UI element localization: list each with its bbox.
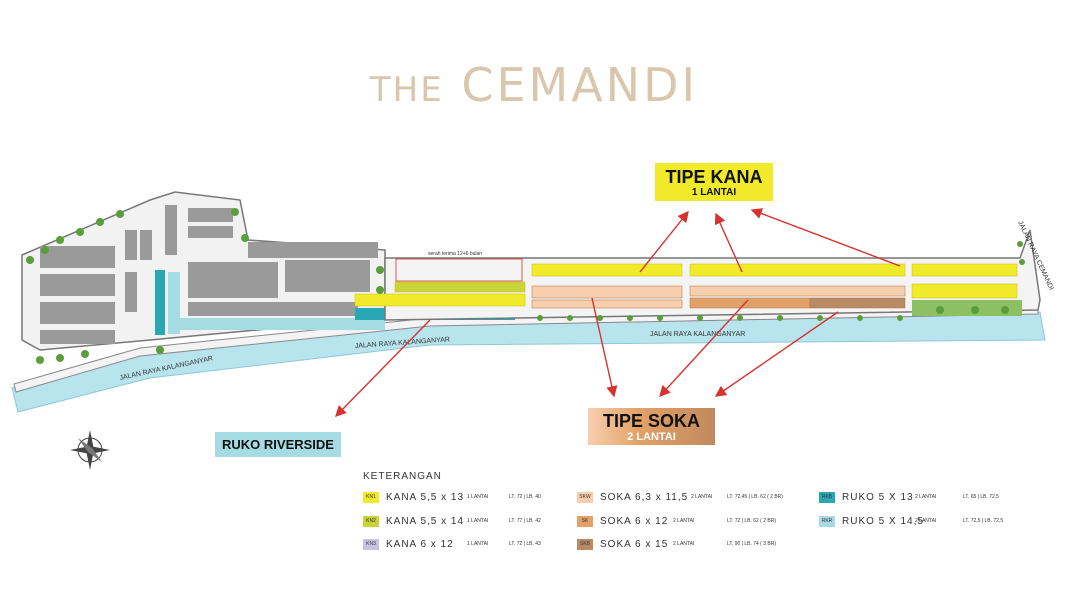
legend-spec: LT. 72 | LB. 43 bbox=[509, 541, 541, 547]
legend-floors: 1 LANTAI bbox=[467, 541, 489, 547]
site-title-main: CEMANDI bbox=[461, 58, 699, 112]
callout-ruko-riverside: RUKO RIVERSIDE bbox=[215, 432, 341, 457]
legend-item: KN2 KANA 5,5 x 14 1 LANTAI LT. 77 | LB. … bbox=[363, 514, 541, 528]
legend-name: SOKA 6,3 x 11,5 bbox=[600, 491, 689, 503]
legend-name: KANA 5,5 x 13 bbox=[386, 491, 465, 503]
grey-blocks-left bbox=[40, 205, 378, 344]
site-title: THE CEMANDI bbox=[0, 58, 1068, 112]
legend-name: RUKO 5 X 13 bbox=[842, 491, 914, 503]
legend-swatch: SK bbox=[577, 515, 593, 527]
legend-item: KN3 KANA 6 x 12 1 LANTAI LT. 72 | LB. 43 bbox=[363, 537, 541, 551]
legend-swatch: SKW bbox=[577, 491, 593, 503]
legend-floors: 2 LANTAI bbox=[915, 494, 937, 500]
legend-floors: 1 LANTAI bbox=[467, 518, 489, 524]
handover-note-box bbox=[395, 258, 523, 282]
handover-note: serah terima 12+6 bulan bbox=[428, 251, 482, 257]
soka-blocks bbox=[531, 285, 906, 309]
legend-name: SOKA 6 x 15 bbox=[600, 538, 669, 550]
legend-swatch: RKB bbox=[819, 491, 835, 503]
callout-tipe-kana: TIPE KANA 1 LANTAI bbox=[655, 163, 773, 201]
legend-spec: LT. 72 | LB. 62 ( 2 BR) bbox=[727, 518, 777, 524]
legend-spec: LT. 72,45 | LB. 62 ( 2 BR) bbox=[727, 494, 783, 500]
legend-swatch: KN2 bbox=[363, 515, 379, 527]
legend-swatch: KN1 bbox=[363, 491, 379, 503]
callout-tipe-soka-title: TIPE SOKA bbox=[602, 411, 700, 431]
site-title-prefix: THE bbox=[369, 70, 444, 110]
legend-name: SOKA 6 x 12 bbox=[600, 515, 669, 527]
legend-swatch: RKR bbox=[819, 515, 835, 527]
legend-spec: LT. 65 | LB. 72,5 bbox=[963, 494, 999, 500]
legend-spec: LT. 90 | LB. 74 ( 3 BR) bbox=[727, 541, 777, 547]
legend-item: SKW SOKA 6,3 x 11,5 2 LANTAI LT. 72,45 |… bbox=[577, 490, 783, 504]
road-label-right: JALAN RAYA KALANGANYAR bbox=[650, 331, 745, 338]
compass-icon bbox=[70, 430, 110, 470]
legend-item: SKB SOKA 6 x 15 2 LANTAI LT. 90 | LB. 74… bbox=[577, 537, 776, 551]
legend-item: SK SOKA 6 x 12 2 LANTAI LT. 72 | LB. 62 … bbox=[577, 514, 776, 528]
callout-tipe-soka-sub: 2 LANTAI bbox=[627, 431, 676, 443]
legend-item: RKB RUKO 5 X 13 2 LANTAI LT. 65 | LB. 72… bbox=[819, 490, 999, 504]
main-road bbox=[13, 307, 1039, 393]
callout-tipe-soka: TIPE SOKA 2 LANTAI bbox=[588, 408, 715, 445]
legend-spec: LT. 72 | LB. 40 bbox=[509, 494, 541, 500]
legend-floors: 2 LANTAI bbox=[915, 518, 937, 524]
legend-spec: LT. 72,5 | LB. 72,5 bbox=[963, 518, 1004, 524]
legend-name: KANA 5,5 x 14 bbox=[386, 515, 465, 527]
callout-tipe-kana-title: TIPE KANA bbox=[665, 167, 763, 187]
legend-floors: 2 LANTAI bbox=[691, 494, 713, 500]
legend-item: KN1 KANA 5,5 x 13 1 LANTAI LT. 72 | LB. … bbox=[363, 490, 541, 504]
callout-arrows bbox=[335, 208, 901, 418]
legend-name: KANA 6 x 12 bbox=[386, 538, 454, 550]
legend-title: KETERANGAN bbox=[363, 471, 442, 482]
legend-floors: 1 LANTAI bbox=[467, 494, 489, 500]
legend-name: RUKO 5 X 14,5 bbox=[842, 515, 924, 527]
legend-floors: 2 LANTAI bbox=[673, 541, 695, 547]
callout-tipe-kana-sub: 1 LANTAI bbox=[691, 187, 737, 198]
legend-spec: LT. 77 | LB. 42 bbox=[509, 518, 541, 524]
legend-swatch: KN3 bbox=[363, 538, 379, 550]
legend-swatch: SKB bbox=[577, 538, 593, 550]
legend-item: RKR RUKO 5 X 14,5 2 LANTAI LT. 72,5 | LB… bbox=[819, 514, 1003, 528]
trees bbox=[26, 208, 1025, 364]
legend-floors: 2 LANTAI bbox=[673, 518, 695, 524]
